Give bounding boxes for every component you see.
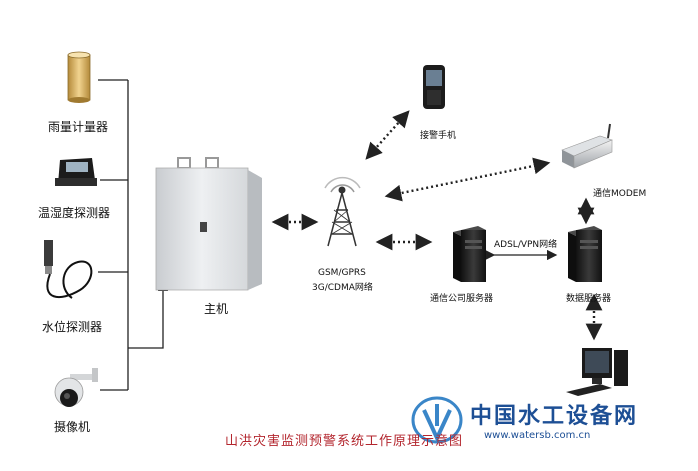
data-server-icon (568, 226, 602, 282)
data-server-label: 数据服务器 (566, 294, 612, 304)
diagram-caption: 山洪灾害监测预警系统工作原理示意图 (225, 434, 464, 449)
modem-label: 通信MODEM (593, 189, 647, 199)
rain-gauge-label: 雨量计量器 (48, 120, 109, 134)
modem-icon (561, 123, 613, 169)
rain-gauge-icon (67, 51, 91, 103)
host-cabinet-icon (155, 157, 262, 291)
tower-icon (324, 176, 361, 247)
network-label-line2: 3G/CDMA网络 (312, 283, 373, 293)
alarm-phone-label: 接警手机 (420, 131, 457, 141)
watermark-url: www.watersb.com.cn (484, 430, 591, 441)
link-tower-phone (365, 110, 410, 160)
sensor-bus-lines (98, 79, 169, 391)
camera-icon (54, 368, 98, 407)
link-tower-modem (384, 157, 551, 202)
watermark-logo-icon (411, 396, 463, 444)
water-level-label: 水位探测器 (42, 320, 103, 334)
alarm-phone-icon (423, 65, 445, 109)
adsl-label: ADSL/VPN网络 (494, 240, 558, 250)
temp-humidity-sensor-icon (55, 158, 97, 186)
network-label-line1: GSM/GPRS (318, 268, 366, 278)
host-label: 主机 (204, 302, 229, 316)
water-level-probe-icon (44, 240, 93, 299)
comm-server-icon (453, 226, 486, 282)
temp-humidity-label: 温湿度探测器 (38, 206, 111, 220)
watermark-brand: 中国水工设备网 (470, 404, 639, 429)
camera-label: 摄像机 (54, 420, 91, 434)
workstation-icon (566, 348, 628, 396)
comm-server-label: 通信公司服务器 (430, 294, 494, 304)
